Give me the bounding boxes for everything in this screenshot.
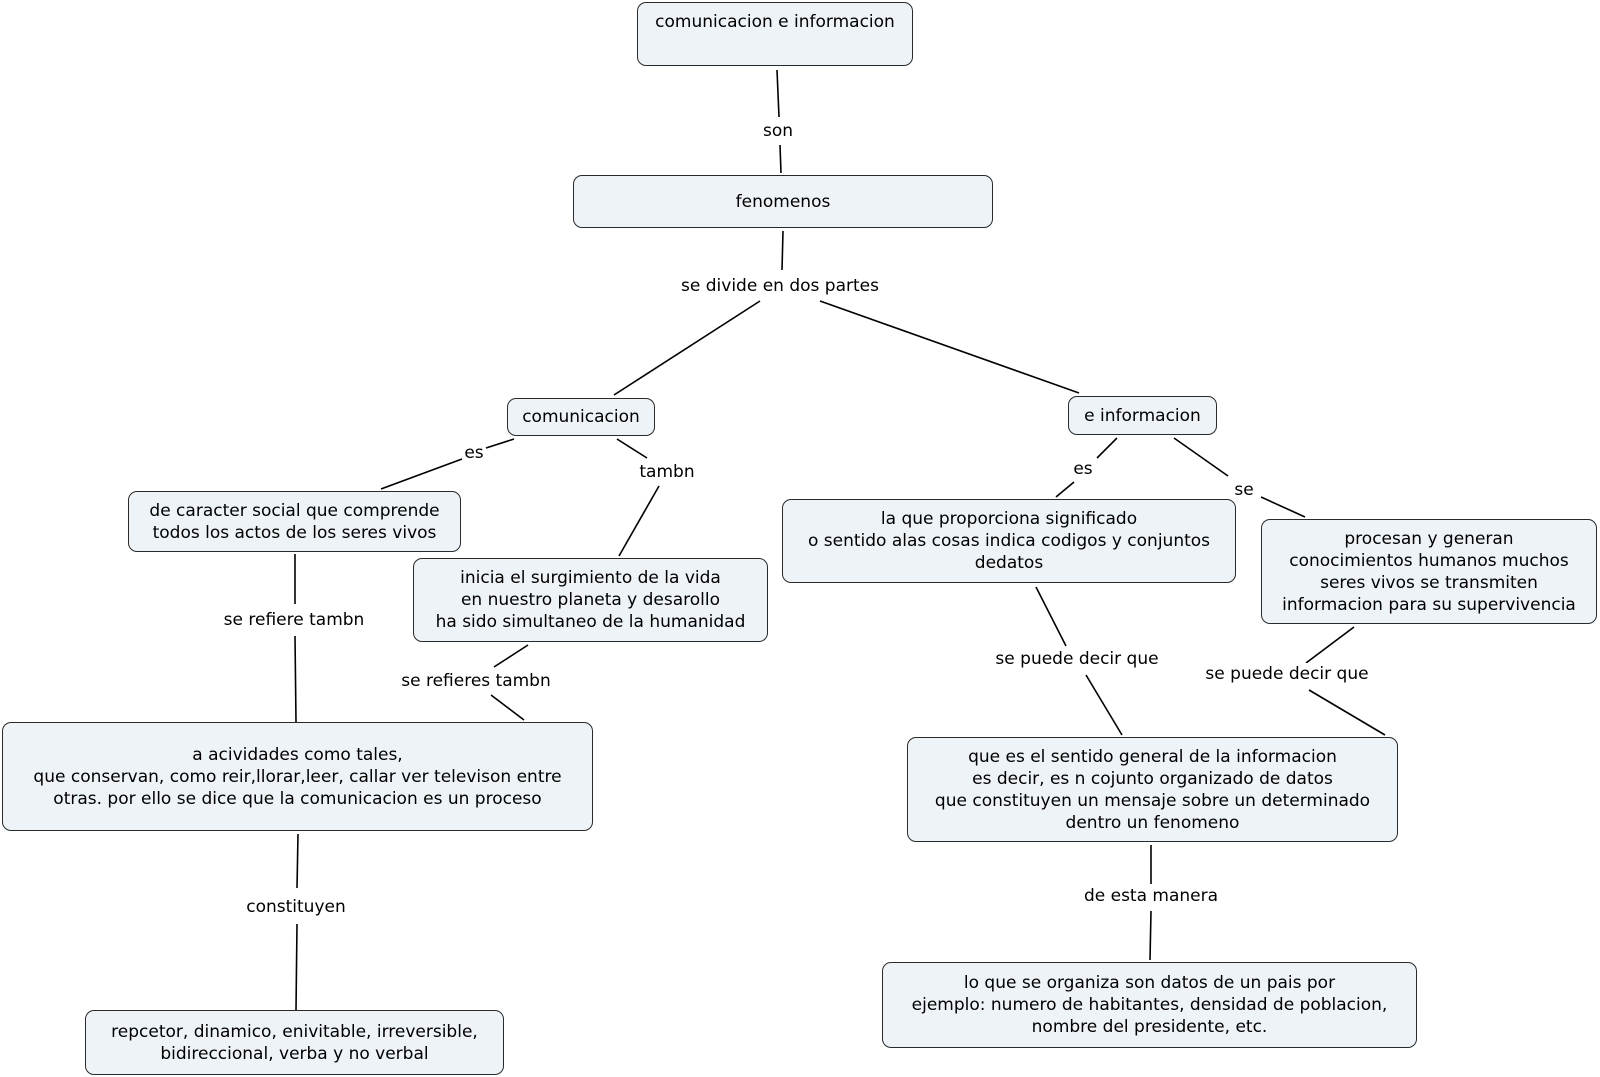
- connector-line: [1055, 481, 1075, 498]
- link-label-se-puede-decir-1: se puede decir que: [993, 648, 1161, 670]
- connector-line: [613, 300, 761, 396]
- connector-line: [485, 438, 515, 449]
- connector-line: [295, 923, 298, 1011]
- connector-line: [1149, 910, 1152, 961]
- concept-informacion: e informacion: [1068, 396, 1217, 435]
- concept-caracter-social: de caracter social que comprende todos l…: [128, 491, 461, 552]
- link-label-es-comunicacion: es: [462, 442, 486, 464]
- connector-line: [1308, 689, 1386, 736]
- connector-line: [493, 644, 529, 668]
- connector-line: [296, 833, 299, 889]
- connector-line: [1260, 496, 1306, 518]
- connector-line: [1096, 437, 1118, 459]
- concept-procesan: procesan y generan conocimientos humanos…: [1261, 519, 1597, 624]
- link-label-se: se: [1232, 479, 1256, 501]
- connector-line: [779, 144, 782, 174]
- link-label-tambn: tambn: [637, 461, 697, 483]
- concept-fenomenos: fenomenos: [573, 175, 993, 228]
- concept-caracteristicas: repcetor, dinamico, enivitable, irrevers…: [85, 1010, 504, 1075]
- connector-line: [1173, 437, 1229, 477]
- concept-proporciona: la que proporciona significado o sentido…: [782, 499, 1236, 583]
- connector-line: [490, 694, 525, 721]
- concept-surgimiento: inicia el surgimiento de la vida en nues…: [413, 558, 768, 642]
- link-label-se-divide: se divide en dos partes: [679, 275, 881, 297]
- connector-line: [1305, 626, 1355, 664]
- link-label-son: son: [760, 120, 796, 142]
- link-label-de-esta-manera: de esta manera: [1081, 885, 1221, 907]
- connector-line: [819, 300, 1080, 394]
- connector-line: [781, 230, 784, 271]
- link-label-se-refiere-tambn: se refiere tambn: [221, 609, 367, 631]
- link-label-constituyen: constituyen: [244, 896, 348, 918]
- concept-acividades: a acividades como tales, que conservan, …: [2, 722, 593, 831]
- connector-line: [1035, 586, 1067, 647]
- concept-organiza: lo que se organiza son datos de un pais …: [882, 962, 1417, 1048]
- concept-sentido-general: que es el sentido general de la informac…: [907, 737, 1398, 842]
- connector-line: [616, 438, 648, 459]
- concept-comunicacion: comunicacion: [507, 398, 655, 436]
- connector-line: [618, 485, 660, 557]
- link-label-se-refieres-tambn: se refieres tambn: [399, 670, 553, 692]
- concept-root: comunicacion e informacion: [637, 2, 913, 66]
- connector-line: [294, 635, 297, 723]
- connector-line: [1085, 674, 1123, 736]
- connector-line: [776, 69, 780, 118]
- link-label-es-informacion: es: [1071, 458, 1095, 480]
- connector-line: [380, 458, 463, 490]
- link-label-se-puede-decir-2: se puede decir que: [1203, 663, 1371, 685]
